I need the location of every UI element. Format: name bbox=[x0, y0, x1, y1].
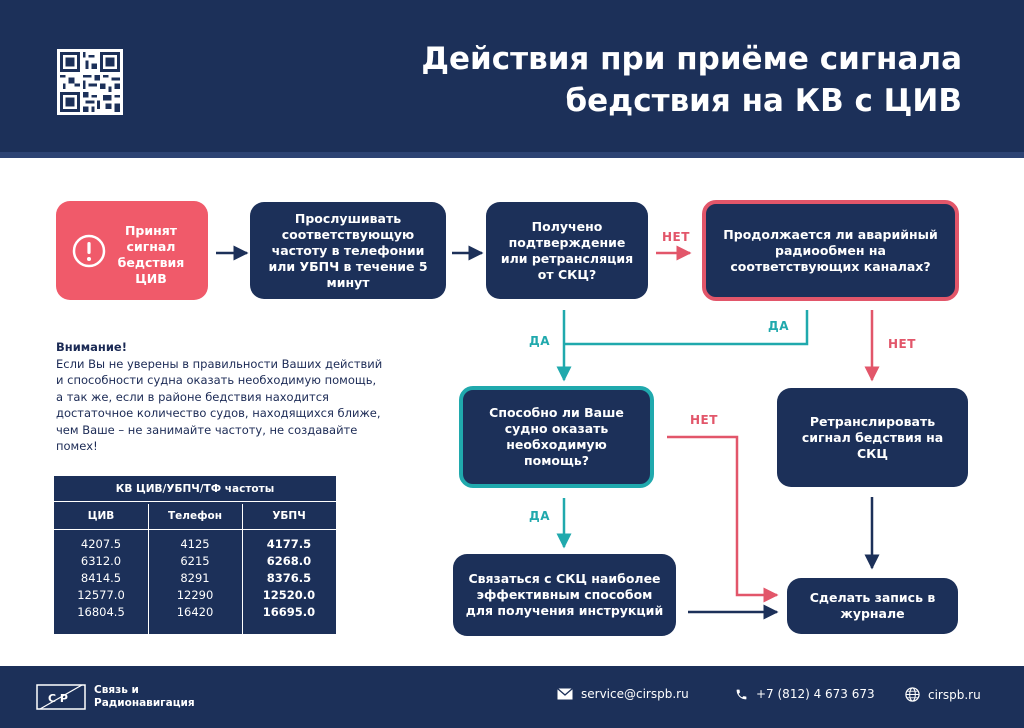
table-cell: 8291 bbox=[180, 571, 210, 585]
continue-question-node: Продолжается ли аварийный радиообмен на … bbox=[702, 200, 959, 301]
arrow-help-no bbox=[667, 435, 779, 603]
qr-code-icon bbox=[60, 52, 120, 112]
column-nbdp: 4177.5 6268.0 8376.5 12520.0 16695.0 bbox=[242, 536, 336, 621]
table-cell: 12520.0 bbox=[262, 588, 316, 602]
page-title: Действия при приёме сигнала бедствия на … bbox=[342, 38, 962, 122]
label-confirm-no: НЕТ bbox=[662, 230, 690, 244]
contact-phone[interactable]: +7 (812) 4 673 673 bbox=[735, 687, 875, 701]
start-node: Принят сигнал бедствия ЦИВ bbox=[56, 201, 208, 300]
contact-site-text[interactable]: cirspb.ru bbox=[928, 687, 981, 702]
label-help-no: НЕТ bbox=[690, 413, 718, 427]
header-divider bbox=[0, 152, 1024, 158]
label-help-yes: ДА bbox=[529, 509, 550, 523]
table-cell: 16804.5 bbox=[77, 605, 125, 619]
contact-phone-text[interactable]: +7 (812) 4 673 673 bbox=[756, 687, 875, 701]
contact-email[interactable]: service@cirspb.ru bbox=[557, 687, 689, 701]
log-action-node: Сделать запись в журнале bbox=[787, 578, 958, 634]
alert-circle-icon bbox=[72, 234, 106, 268]
table-cell: 4125 bbox=[180, 537, 210, 551]
start-node-text: Принят сигнал бедствия ЦИВ bbox=[117, 223, 185, 286]
relay-action-node: Ретранслировать сигнал бедствия на СКЦ bbox=[777, 388, 968, 487]
frequency-table-caption: КВ ЦИВ/УБПЧ/ТФ частоты bbox=[54, 476, 336, 502]
contact-action-node: Связаться с СКЦ наиболее эффективным спо… bbox=[453, 554, 676, 636]
table-column-divider bbox=[148, 504, 149, 634]
table-cell: 12577.0 bbox=[77, 588, 125, 602]
qr-code[interactable] bbox=[57, 49, 123, 115]
continue-question-text: Продолжается ли аварийный радиообмен на … bbox=[723, 226, 938, 274]
page-title-line1: Действия при приёме сигнала bbox=[421, 41, 962, 77]
company-name-line1: Связь и bbox=[94, 684, 139, 696]
label-continue-yes: ДА bbox=[768, 319, 789, 333]
table-cell: 16695.0 bbox=[262, 605, 316, 619]
header-banner: Действия при приёме сигнала бедствия на … bbox=[0, 0, 1024, 158]
envelope-icon bbox=[557, 688, 573, 700]
can-help-question-node: Способно ли Ваше судно оказать необходим… bbox=[459, 386, 654, 488]
table-cell: 6215 bbox=[180, 554, 210, 568]
table-cell: 16420 bbox=[176, 605, 214, 619]
footer: С Р Связь и Радионавигация service@cirsp… bbox=[0, 666, 1024, 728]
table-header-divider bbox=[54, 529, 336, 530]
table-column-divider bbox=[242, 504, 243, 634]
page-title-line2: бедствия на КВ с ЦИВ bbox=[565, 83, 962, 119]
confirm-question-node: Получено подтверждение или ретрансляция … bbox=[486, 202, 648, 299]
table-cell: 6312.0 bbox=[80, 554, 122, 568]
column-header-phone: Телефон bbox=[168, 510, 222, 522]
warning-text: Если Вы не уверены в правильности Ваших … bbox=[56, 356, 383, 454]
table-cell: 6268.0 bbox=[266, 554, 312, 568]
can-help-question-text: Способно ли Ваше судно оказать необходим… bbox=[489, 405, 624, 468]
listen-node-text: Прослушивать соответствующую частоту в т… bbox=[268, 210, 428, 290]
contact-email-text[interactable]: service@cirspb.ru bbox=[581, 687, 689, 701]
frequency-table: КВ ЦИВ/УБПЧ/ТФ частоты ЦИВ Телефон УБПЧ … bbox=[54, 476, 336, 634]
warning-note: Внимание! Если Вы не уверены в правильно… bbox=[56, 339, 386, 455]
table-cell: 4177.5 bbox=[266, 537, 312, 551]
log-action-text: Сделать запись в журнале bbox=[809, 590, 936, 621]
table-cell: 8414.5 bbox=[80, 571, 122, 585]
company-logo-icon[interactable]: С Р bbox=[36, 682, 86, 712]
column-dsc: 4207.5 6312.0 8414.5 12577.0 16804.5 bbox=[54, 536, 148, 621]
label-continue-no: НЕТ bbox=[888, 337, 916, 351]
table-cell: 12290 bbox=[176, 588, 214, 602]
table-cell: 8376.5 bbox=[266, 571, 312, 585]
globe-icon bbox=[905, 687, 920, 702]
warning-title: Внимание! bbox=[56, 340, 127, 354]
logo-letters: С Р bbox=[48, 692, 68, 705]
table-cell: 4207.5 bbox=[80, 537, 122, 551]
contact-action-text: Связаться с СКЦ наиболее эффективным спо… bbox=[465, 571, 664, 618]
column-phone: 4125 6215 8291 12290 16420 bbox=[148, 536, 242, 621]
column-header-dsc: ЦИВ bbox=[87, 510, 115, 522]
column-header-nbdp: УБПЧ bbox=[272, 510, 306, 522]
company-name: Связь и Радионавигация bbox=[94, 684, 195, 710]
contact-site[interactable]: cirspb.ru bbox=[905, 687, 981, 702]
relay-action-text: Ретранслировать сигнал бедствия на СКЦ bbox=[801, 413, 944, 461]
phone-icon bbox=[736, 689, 747, 699]
company-name-line2: Радионавигация bbox=[94, 697, 195, 709]
listen-node: Прослушивать соответствующую частоту в т… bbox=[250, 202, 446, 299]
confirm-question-text: Получено подтверждение или ретрансляция … bbox=[500, 218, 634, 282]
label-confirm-yes: ДА bbox=[529, 334, 550, 348]
